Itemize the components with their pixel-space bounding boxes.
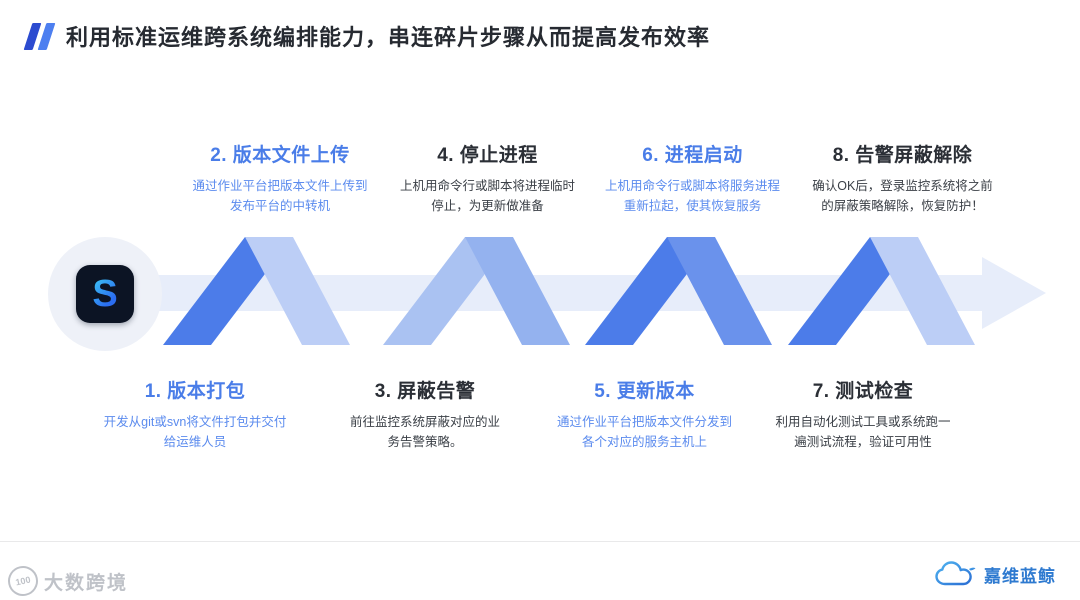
brand-name: 嘉维蓝鲸 — [984, 566, 1056, 586]
watermark-text: 大数跨境 — [44, 572, 129, 594]
step-1-title: 1. 版本打包 — [144, 381, 246, 402]
slash-bar-light — [37, 22, 56, 50]
step-7-card: 7. 测试检查 利用自动化测试工具或系统跑一遍测试流程，验证可用性 — [758, 376, 968, 452]
start-node-circle: S — [48, 237, 162, 351]
standard-ops-logo: S — [76, 265, 134, 323]
step-2-title: 2. 版本文件上传 — [210, 145, 350, 166]
ribbon-down-3 — [667, 237, 772, 345]
step-3-desc: 前往监控系统屏蔽对应的业务告警策略。 — [349, 415, 500, 449]
step-5-desc: 通过作业平台把版本文件分发到各个对应的服务主机上 — [556, 415, 732, 449]
step-3-card: 3. 屏蔽告警 前往监控系统屏蔽对应的业务告警策略。 — [330, 376, 520, 452]
watermark: 100 大数跨境 — [5, 563, 129, 599]
step-2-desc: 通过作业平台把版本文件上传到发布平台的中转机 — [192, 179, 368, 213]
step-3-title: 3. 屏蔽告警 — [374, 381, 476, 402]
step-4-card: 4. 停止进程 上机用命令行或脚本将进程临时停止，为更新做准备 — [385, 140, 590, 216]
footer-divider — [0, 541, 1080, 542]
step-1-desc: 开发从git或svn将文件打包并交付给运维人员 — [103, 415, 287, 449]
step-5-title: 5. 更新版本 — [594, 381, 695, 402]
step-6-desc: 上机用命令行或脚本将服务进程重新拉起，使其恢复服务 — [604, 179, 780, 213]
step-1-card: 1. 版本打包 开发从git或svn将文件打包并交付给运维人员 — [95, 376, 295, 452]
step-5-card: 5. 更新版本 通过作业平台把版本文件分发到各个对应的服务主机上 — [542, 376, 747, 452]
page-title: 利用标准运维跨系统编排能力，串连碎片步骤从而提高发布效率 — [66, 25, 711, 50]
step-4-desc: 上机用命令行或脚本将进程临时停止，为更新做准备 — [399, 179, 575, 213]
arrow-head — [982, 257, 1046, 329]
step-6-title: 6. 进程启动 — [642, 145, 743, 166]
ribbon-down-2 — [465, 237, 570, 345]
step-7-title: 7. 测试检查 — [812, 381, 914, 402]
title-slash-icon — [23, 22, 56, 50]
header: 利用标准运维跨系统编排能力，串连碎片步骤从而提高发布效率 — [23, 20, 711, 52]
step-6-card: 6. 进程启动 上机用命令行或脚本将服务进程重新拉起，使其恢复服务 — [590, 140, 795, 216]
step-8-desc: 确认OK后，登录监控系统将之前的屏蔽策略解除，恢复防护！ — [812, 179, 993, 213]
watermark-badge: 100 — [5, 563, 41, 599]
process-flow-arrow — [150, 237, 1046, 345]
step-2-card: 2. 版本文件上传 通过作业平台把版本文件上传到发布平台的中转机 — [180, 140, 380, 216]
step-8-title: 8. 告警屏蔽解除 — [832, 145, 973, 166]
step-7-desc: 利用自动化测试工具或系统跑一遍测试流程，验证可用性 — [775, 415, 951, 449]
ribbon-down-4 — [870, 237, 975, 345]
step-4-title: 4. 停止进程 — [437, 145, 538, 166]
ribbon-down-1 — [245, 237, 350, 345]
step-8-card: 8. 告警屏蔽解除 确认OK后，登录监控系统将之前的屏蔽策略解除，恢复防护！ — [795, 140, 1010, 216]
standard-ops-logo-letter: S — [92, 273, 118, 315]
cloud-whale-icon — [935, 561, 976, 586]
brand-logo: 嘉维蓝鲸 — [935, 560, 1056, 588]
